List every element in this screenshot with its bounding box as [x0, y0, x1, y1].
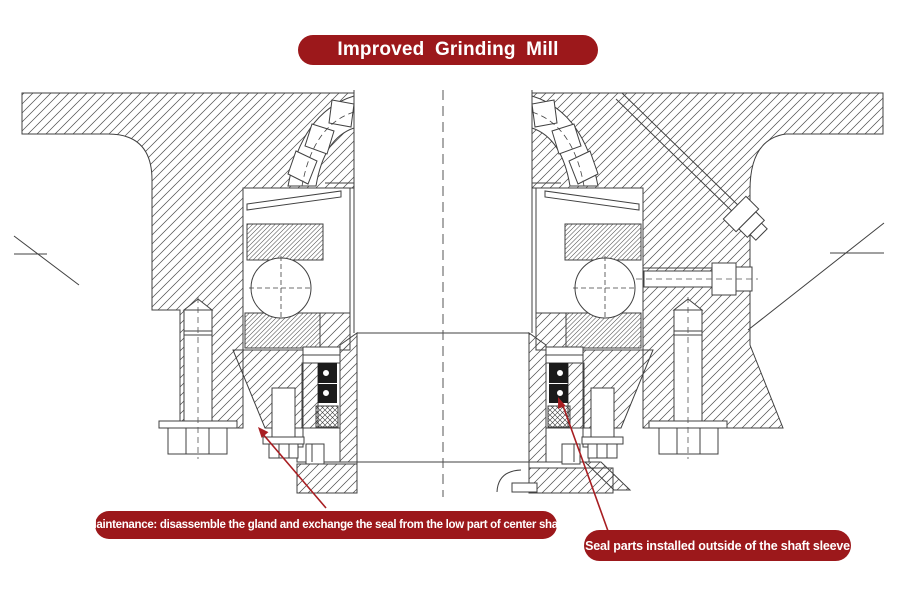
- lower-housing-left: [296, 463, 358, 494]
- gland-bolt-right: [581, 387, 624, 459]
- leader-arrow-left: [258, 427, 327, 509]
- stud-bolt-left: [158, 297, 238, 459]
- roller-bearing-right: [531, 95, 599, 187]
- annotation-maintenance-text: Maintenance: disassemble the gland and e…: [87, 519, 565, 531]
- gland-left: [296, 427, 341, 465]
- oil-pipe-fitting: [615, 92, 768, 241]
- annotation-seal-parts-text: Seal parts installed outside of the shaf…: [585, 538, 850, 553]
- shaft-sleeve-left: [339, 332, 358, 463]
- annotation-maintenance: Maintenance: disassemble the gland and e…: [87, 511, 565, 539]
- lower-housing-right: [528, 467, 614, 494]
- stud-bolt-right: [648, 297, 728, 459]
- side-bolt-right: [636, 262, 758, 296]
- seal-stack-left: [301, 346, 341, 429]
- ball-bearing-right: [535, 187, 644, 351]
- gland-bolt-left: [262, 387, 305, 459]
- page-title: Improved Grinding Mill: [337, 39, 559, 60]
- fillet-detail: [496, 469, 538, 493]
- ball-bearing-left: [242, 187, 351, 351]
- roller-bearing-left: [287, 95, 355, 187]
- leader-arrow-right: [558, 397, 609, 532]
- title-banner: Improved Grinding Mill: [298, 35, 598, 65]
- shell-edge-lines: [13, 222, 885, 331]
- seal-stack-right: [545, 346, 585, 429]
- annotation-seal-parts: Seal parts installed outside of the shaf…: [584, 530, 851, 561]
- shaft-sleeve-right: [528, 332, 547, 463]
